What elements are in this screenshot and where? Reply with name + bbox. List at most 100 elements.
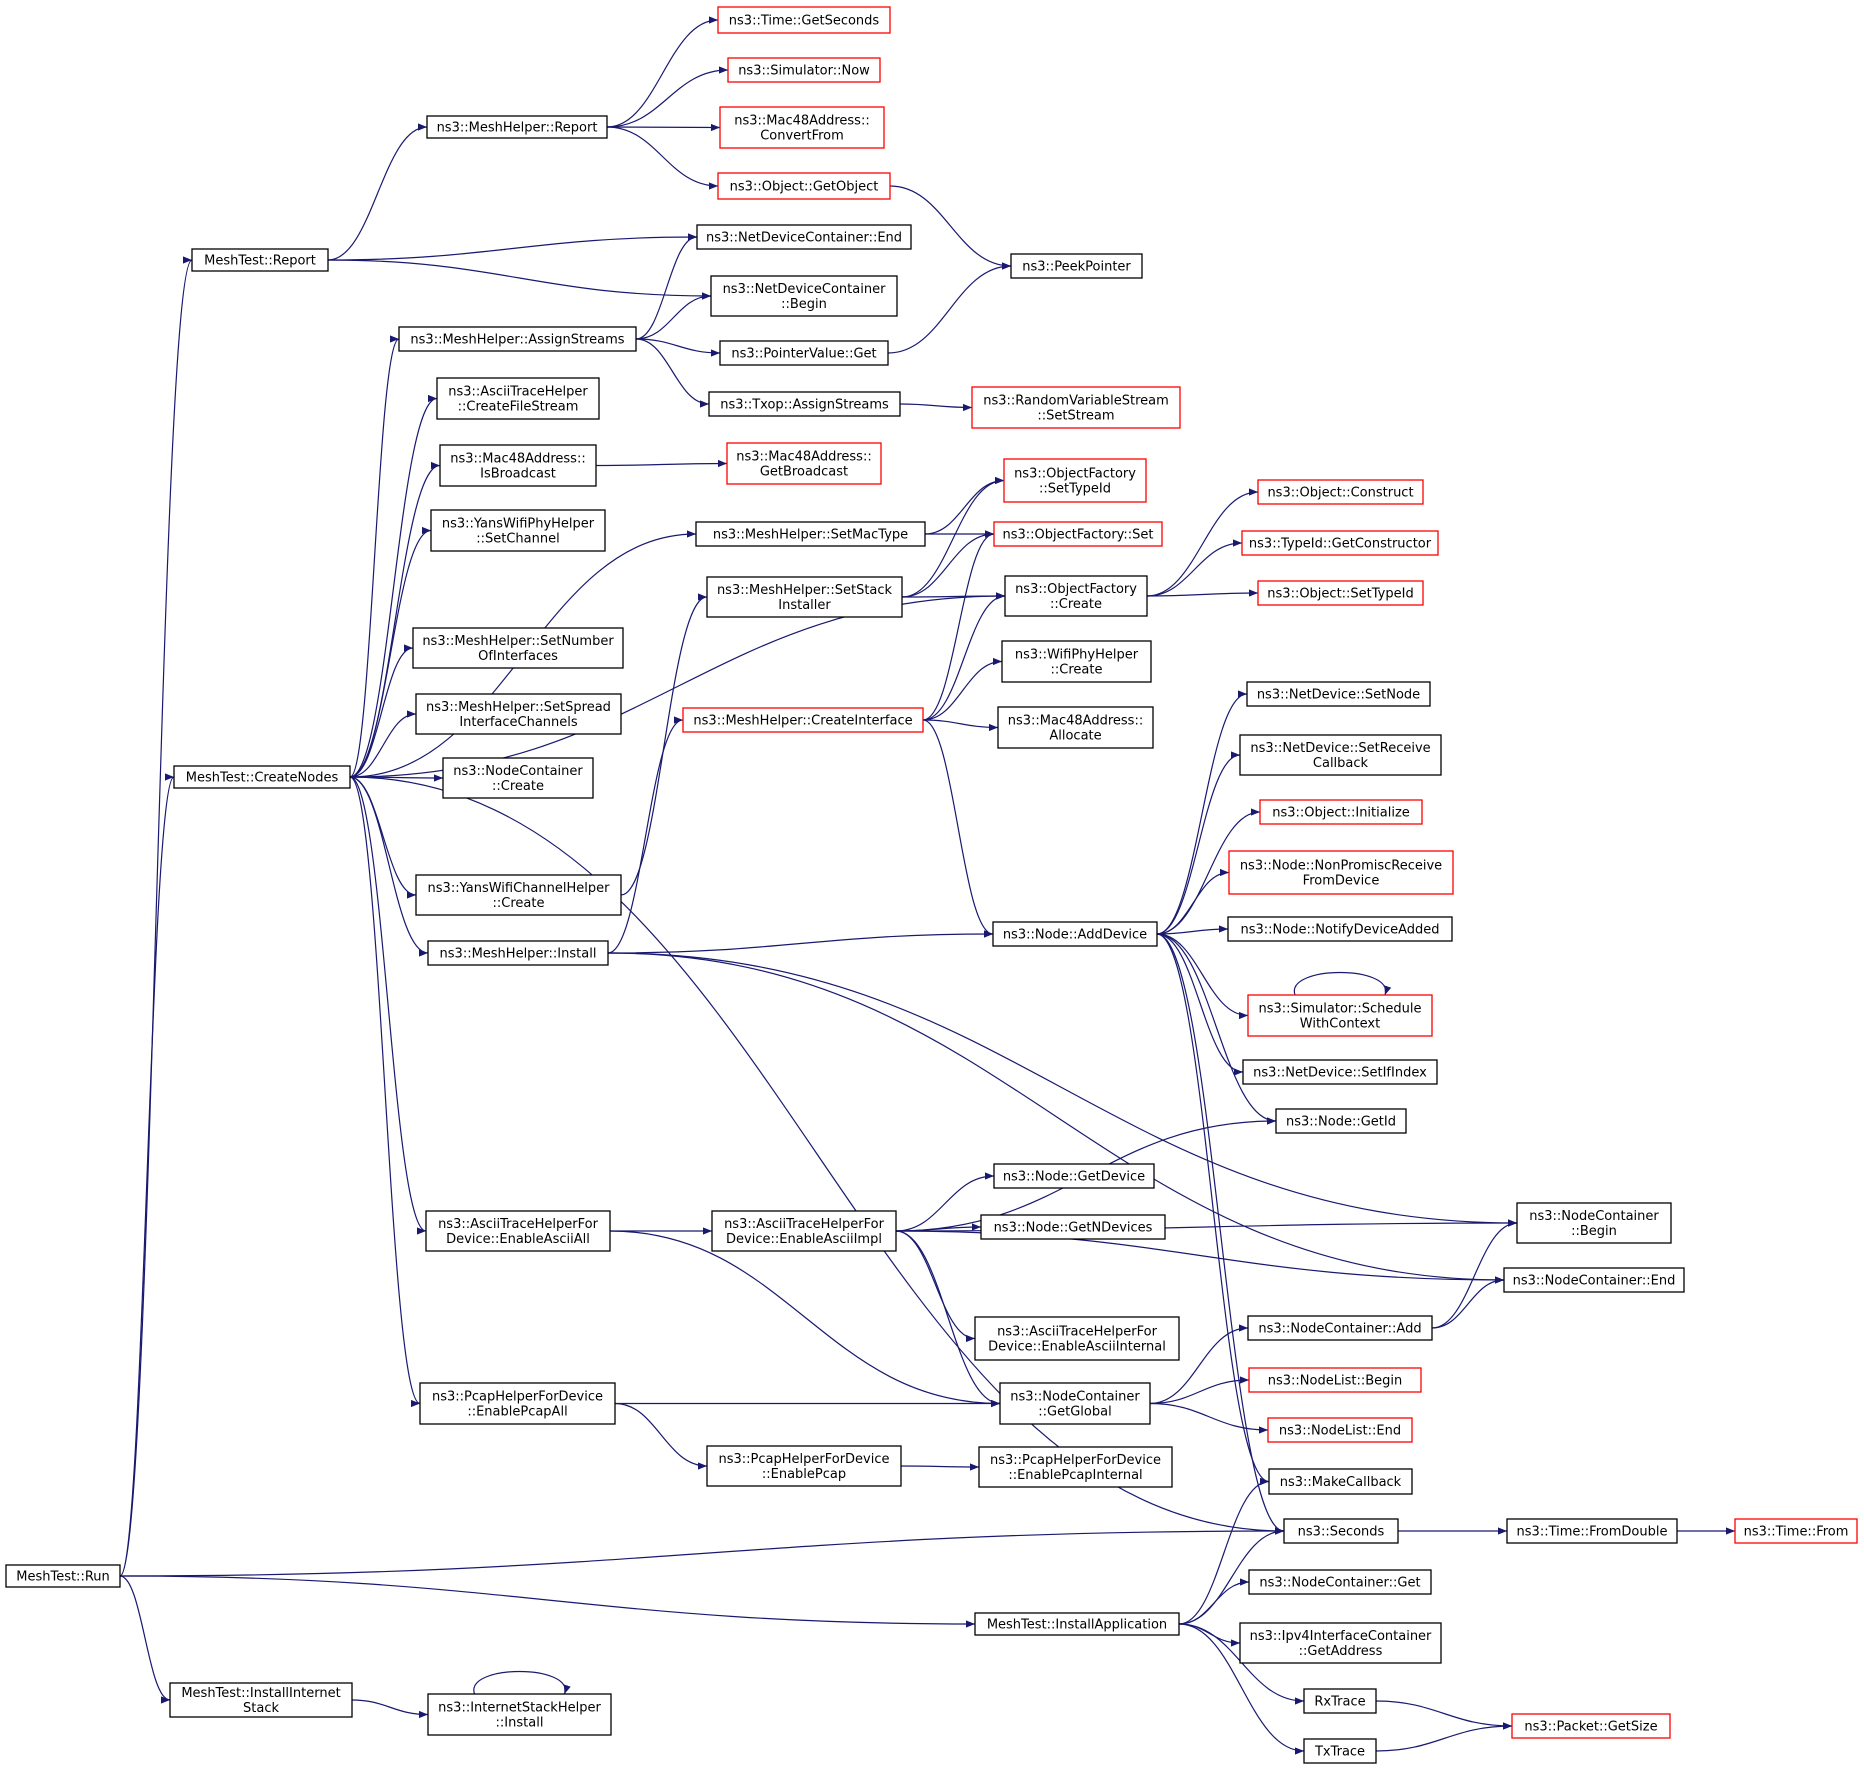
node-ndSetNode[interactable]: ns3::NetDevice::SetNode xyxy=(1246,681,1431,707)
node-mhSetSpread[interactable]: ns3::MeshHelper::SetSpreadInterfaceChann… xyxy=(415,693,622,735)
node-pcapEnableAll[interactable]: ns3::PcapHelperForDevice::EnablePcapAll xyxy=(419,1382,616,1425)
node-ofSetTypeId[interactable]: ns3::ObjectFactory::SetTypeId xyxy=(1003,458,1147,503)
node-ndcBegin[interactable]: ns3::NetDeviceContainer::Begin xyxy=(710,275,898,317)
node-rvsSetStream[interactable]: ns3::RandomVariableStream::SetStream xyxy=(971,386,1181,429)
node-nlEnd[interactable]: ns3::NodeList::End xyxy=(1267,1417,1413,1443)
node-rxTrace[interactable]: RxTrace xyxy=(1303,1688,1377,1714)
node-label: ns3::NetDevice::SetIfIndex xyxy=(1253,1066,1427,1081)
node-ncBegin[interactable]: ns3::NodeContainer::Begin xyxy=(1516,1202,1672,1244)
node-ndSetIfIndex[interactable]: ns3::NetDevice::SetIfIndex xyxy=(1242,1059,1438,1085)
node-createNodes[interactable]: MeshTest::CreateNodes xyxy=(173,765,351,789)
node-timeFromDouble[interactable]: ns3::Time::FromDouble xyxy=(1506,1518,1678,1544)
node-txTrace[interactable]: TxTrace xyxy=(1303,1738,1377,1764)
node-typeIdGetCtor[interactable]: ns3::TypeId::GetConstructor xyxy=(1241,530,1439,556)
node-pcapEnableInternal[interactable]: ns3::PcapHelperForDevice::EnablePcapInte… xyxy=(978,1446,1173,1488)
node-label: ns3::MeshHelper::SetNumber xyxy=(422,634,614,649)
node-label: Device::EnableAsciiAll xyxy=(446,1232,590,1247)
node-run[interactable]: MeshTest::Run xyxy=(5,1564,121,1588)
node-nodeAddDevice[interactable]: ns3::Node::AddDevice xyxy=(992,921,1158,947)
node-asciiEnableInternal[interactable]: ns3::AsciiTraceHelperForDevice::EnableAs… xyxy=(974,1316,1180,1361)
node-mhInstall[interactable]: ns3::MeshHelper::Install xyxy=(427,940,609,966)
edge-mhSetStack-to-ofSet xyxy=(901,530,995,598)
node-box xyxy=(971,386,1181,429)
node-asciiCreateFile[interactable]: ns3::AsciiTraceHelper::CreateFileStream xyxy=(436,377,600,420)
node-simNow[interactable]: ns3::Simulator::Now xyxy=(727,57,881,83)
node-ipv4GetAddress[interactable]: ns3::Ipv4InterfaceContainer::GetAddress xyxy=(1239,1622,1442,1664)
node-ofSet[interactable]: ns3::ObjectFactory::Set xyxy=(993,521,1163,547)
node-label: ns3::WifiPhyHelper xyxy=(1015,648,1139,663)
node-objInitialize[interactable]: ns3::Object::Initialize xyxy=(1259,799,1423,825)
node-label: ns3::AsciiTraceHelperFor xyxy=(438,1217,599,1232)
node-seconds[interactable]: ns3::Seconds xyxy=(1283,1518,1399,1544)
node-label: ns3::NetDeviceContainer xyxy=(723,282,887,297)
node-objConstruct[interactable]: ns3::Object::Construct xyxy=(1257,479,1424,505)
node-asciiEnableAll[interactable]: ns3::AsciiTraceHelperForDevice::EnableAs… xyxy=(425,1210,611,1252)
node-mhCreateIf[interactable]: ns3::MeshHelper::CreateInterface xyxy=(682,707,924,733)
node-nodeGetNDevices[interactable]: ns3::Node::GetNDevices xyxy=(980,1214,1166,1240)
node-ndcEnd[interactable]: ns3::NetDeviceContainer::End xyxy=(696,224,912,250)
node-packetGetSize[interactable]: ns3::Packet::GetSize xyxy=(1511,1713,1671,1739)
node-yansSetChannel[interactable]: ns3::YansWifiPhyHelper::SetChannel xyxy=(430,509,606,552)
node-ncAdd[interactable]: ns3::NodeContainer::Add xyxy=(1247,1315,1433,1341)
node-ncGet[interactable]: ns3::NodeContainer::Get xyxy=(1248,1569,1432,1595)
node-label: ns3::NodeContainer xyxy=(1529,1209,1659,1224)
node-box xyxy=(1268,1468,1413,1495)
node-ishInstall[interactable]: ns3::InternetStackHelper::Install xyxy=(427,1693,612,1736)
node-label: ns3::Node::GetDevice xyxy=(1003,1170,1145,1185)
edge-mhReport-to-timeGetSeconds xyxy=(606,16,719,128)
node-label: ::Create xyxy=(493,896,545,911)
node-macGetBroadcast[interactable]: ns3::Mac48Address::GetBroadcast xyxy=(726,442,882,485)
node-nodeGetDevice[interactable]: ns3::Node::GetDevice xyxy=(993,1163,1155,1189)
node-macAllocate[interactable]: ns3::Mac48Address::Allocate xyxy=(997,706,1154,749)
node-txopAssign[interactable]: ns3::Txop::AssignStreams xyxy=(708,391,901,417)
node-macIsBroadcast[interactable]: ns3::Mac48Address::IsBroadcast xyxy=(439,444,597,487)
edge-mhCreateIf-to-ofCreate xyxy=(922,592,1006,721)
node-label: ::SetChannel xyxy=(476,532,559,547)
node-mhReport[interactable]: ns3::MeshHelper::Report xyxy=(426,115,608,139)
node-nodeGetId[interactable]: ns3::Node::GetId xyxy=(1275,1108,1407,1134)
node-label: ns3::Mac48Address:: xyxy=(450,452,585,467)
node-asciiEnableImpl[interactable]: ns3::AsciiTraceHelperForDevice::EnableAs… xyxy=(711,1210,897,1252)
node-ptrValueGet[interactable]: ns3::PointerValue::Get xyxy=(719,340,889,366)
node-label: ns3::MakeCallback xyxy=(1280,1475,1402,1490)
node-objGetObject[interactable]: ns3::Object::GetObject xyxy=(717,172,891,200)
edge-asciiEnableImpl-to-asciiEnableInternal xyxy=(895,1230,976,1343)
node-box xyxy=(1227,916,1453,942)
node-box xyxy=(419,1382,616,1425)
node-label: ns3::Object::Construct xyxy=(1267,486,1413,501)
node-mhAssignStreams[interactable]: ns3::MeshHelper::AssignStreams xyxy=(398,326,637,352)
node-label: ns3::PcapHelperForDevice xyxy=(719,1452,890,1467)
node-box xyxy=(1248,1569,1432,1595)
node-box xyxy=(425,1210,611,1252)
node-ncCreate[interactable]: ns3::NodeContainer::Create xyxy=(442,757,594,799)
node-box xyxy=(1257,479,1424,505)
node-nlBegin[interactable]: ns3::NodeList::Begin xyxy=(1248,1367,1422,1393)
node-peekPointer[interactable]: ns3::PeekPointer xyxy=(1010,253,1143,279)
node-box xyxy=(169,1682,353,1718)
node-nodeNotifyAdded[interactable]: ns3::Node::NotifyDeviceAdded xyxy=(1227,916,1453,942)
node-yansChCreate[interactable]: ns3::YansWifiChannelHelper::Create xyxy=(415,874,622,916)
node-timeFrom[interactable]: ns3::Time::From xyxy=(1734,1518,1858,1544)
node-label: ns3::ObjectFactory::Set xyxy=(1002,528,1153,543)
node-pcapEnable[interactable]: ns3::PcapHelperForDevice::EnablePcap xyxy=(706,1445,902,1487)
node-timeGetSeconds[interactable]: ns3::Time::GetSeconds xyxy=(717,6,891,34)
node-macConvertFrom[interactable]: ns3::Mac48Address::ConvertFrom xyxy=(719,106,885,149)
node-installApp[interactable]: MeshTest::InstallApplication xyxy=(974,1612,1180,1636)
node-report[interactable]: MeshTest::Report xyxy=(191,248,329,272)
node-mhSetMacType[interactable]: ns3::MeshHelper::SetMacType xyxy=(695,521,926,547)
node-ofCreate[interactable]: ns3::ObjectFactory::Create xyxy=(1004,575,1148,617)
node-makeCallback[interactable]: ns3::MakeCallback xyxy=(1268,1468,1413,1495)
node-objSetTypeId[interactable]: ns3::Object::SetTypeId xyxy=(1257,580,1424,606)
node-wifiPhyCreate[interactable]: ns3::WifiPhyHelper::Create xyxy=(1001,640,1152,683)
node-ncGetGlobal[interactable]: ns3::NodeContainer::GetGlobal xyxy=(999,1382,1151,1425)
node-ncEnd[interactable]: ns3::NodeContainer::End xyxy=(1503,1267,1685,1293)
node-box xyxy=(706,576,903,618)
node-box xyxy=(1010,253,1143,279)
